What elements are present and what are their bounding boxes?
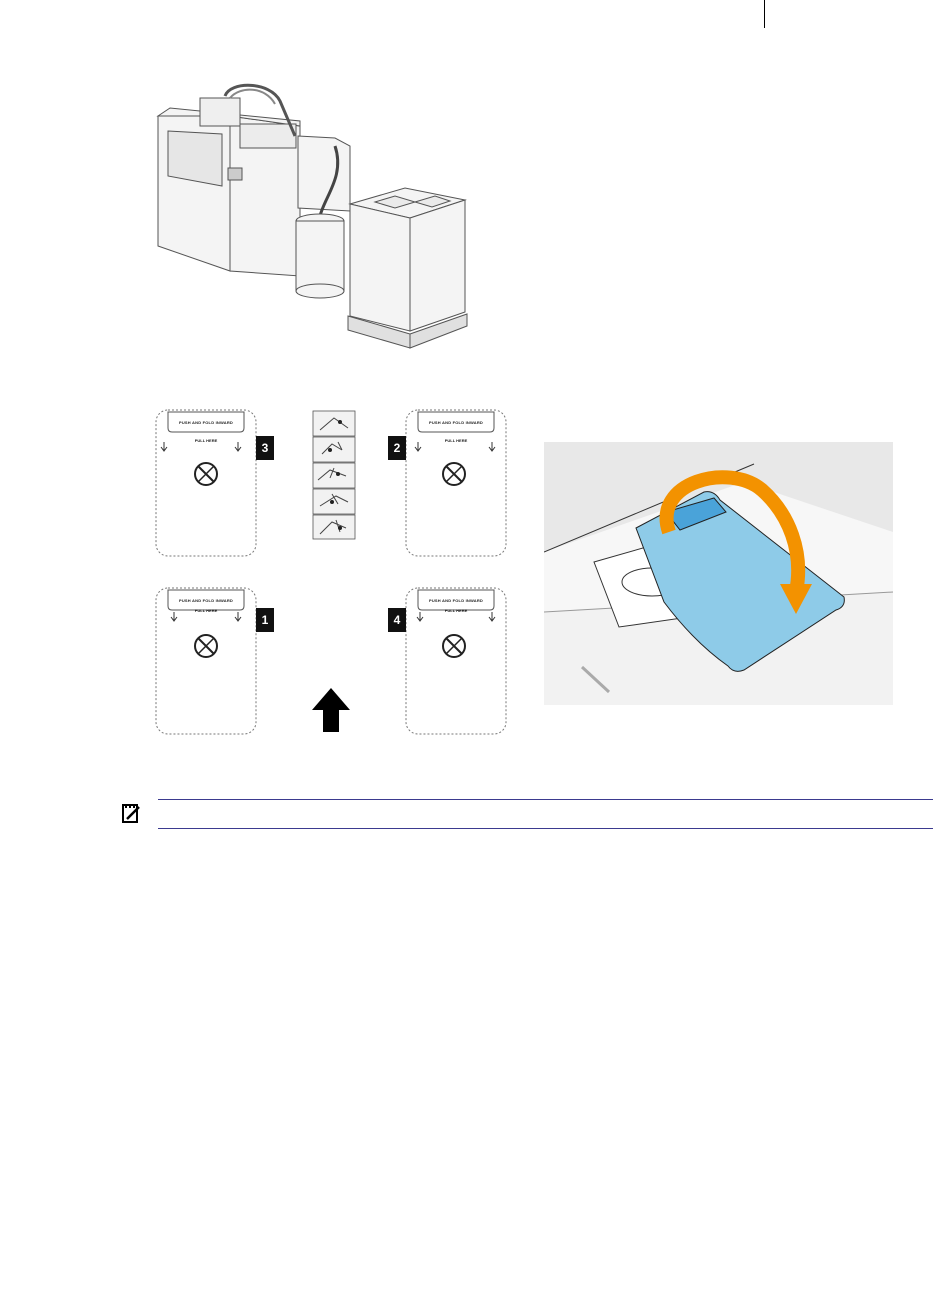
note-rule-top — [158, 799, 933, 800]
up-arrow-icon — [310, 686, 352, 734]
step-badge: 2 — [388, 436, 406, 460]
note-callout — [118, 797, 933, 829]
step-badge: 1 — [256, 608, 274, 632]
panel-pull-label: PULL HERE — [184, 438, 228, 443]
instruction-panel-3: PUSH AND FOLD INWARD PULL HERE 3 — [154, 408, 258, 558]
panel-header: PUSH AND FOLD INWARD — [170, 418, 242, 436]
step-badge: 4 — [388, 608, 406, 632]
instruction-panel-1: PUSH AND FOLD INWARD PULL HERE 1 — [154, 586, 258, 736]
photo-strip — [312, 410, 356, 540]
printer-illustration — [150, 76, 480, 351]
note-rule-bottom — [158, 828, 933, 829]
important-note-icon — [122, 802, 142, 824]
panel-pull-label: PULL HERE — [434, 608, 478, 613]
instruction-panel-2: PUSH AND FOLD INWARD PULL HERE 2 — [404, 408, 508, 558]
note-glyph — [122, 802, 142, 824]
flap-fold-illustration — [544, 442, 893, 705]
printer-figure — [150, 76, 480, 351]
step-badge: 3 — [256, 436, 274, 460]
instruction-panel-4: PUSH AND FOLD INWARD PULL HERE 4 — [404, 586, 508, 736]
panel-pull-label: PULL HERE — [184, 608, 228, 613]
up-arrow — [310, 686, 352, 734]
photo-strip-illustration — [312, 410, 356, 540]
panel-pull-label: PULL HERE — [434, 438, 478, 443]
flap-illustration — [544, 442, 893, 705]
page-margin-rule — [764, 0, 765, 28]
panel-header: PUSH AND FOLD INWARD — [420, 418, 492, 436]
